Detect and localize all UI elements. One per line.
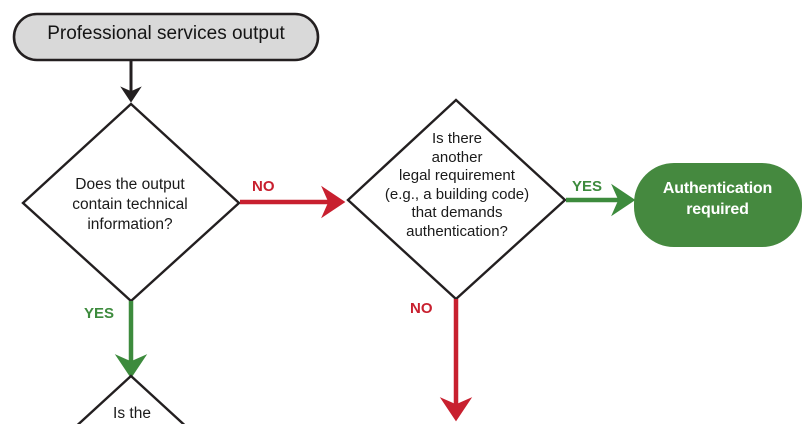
node-start: [12, 12, 320, 62]
node-decision-3: [76, 374, 186, 424]
node-decision-1: [21, 102, 241, 303]
node-authentication-required: [634, 163, 802, 247]
node-decision-2: [346, 98, 567, 301]
